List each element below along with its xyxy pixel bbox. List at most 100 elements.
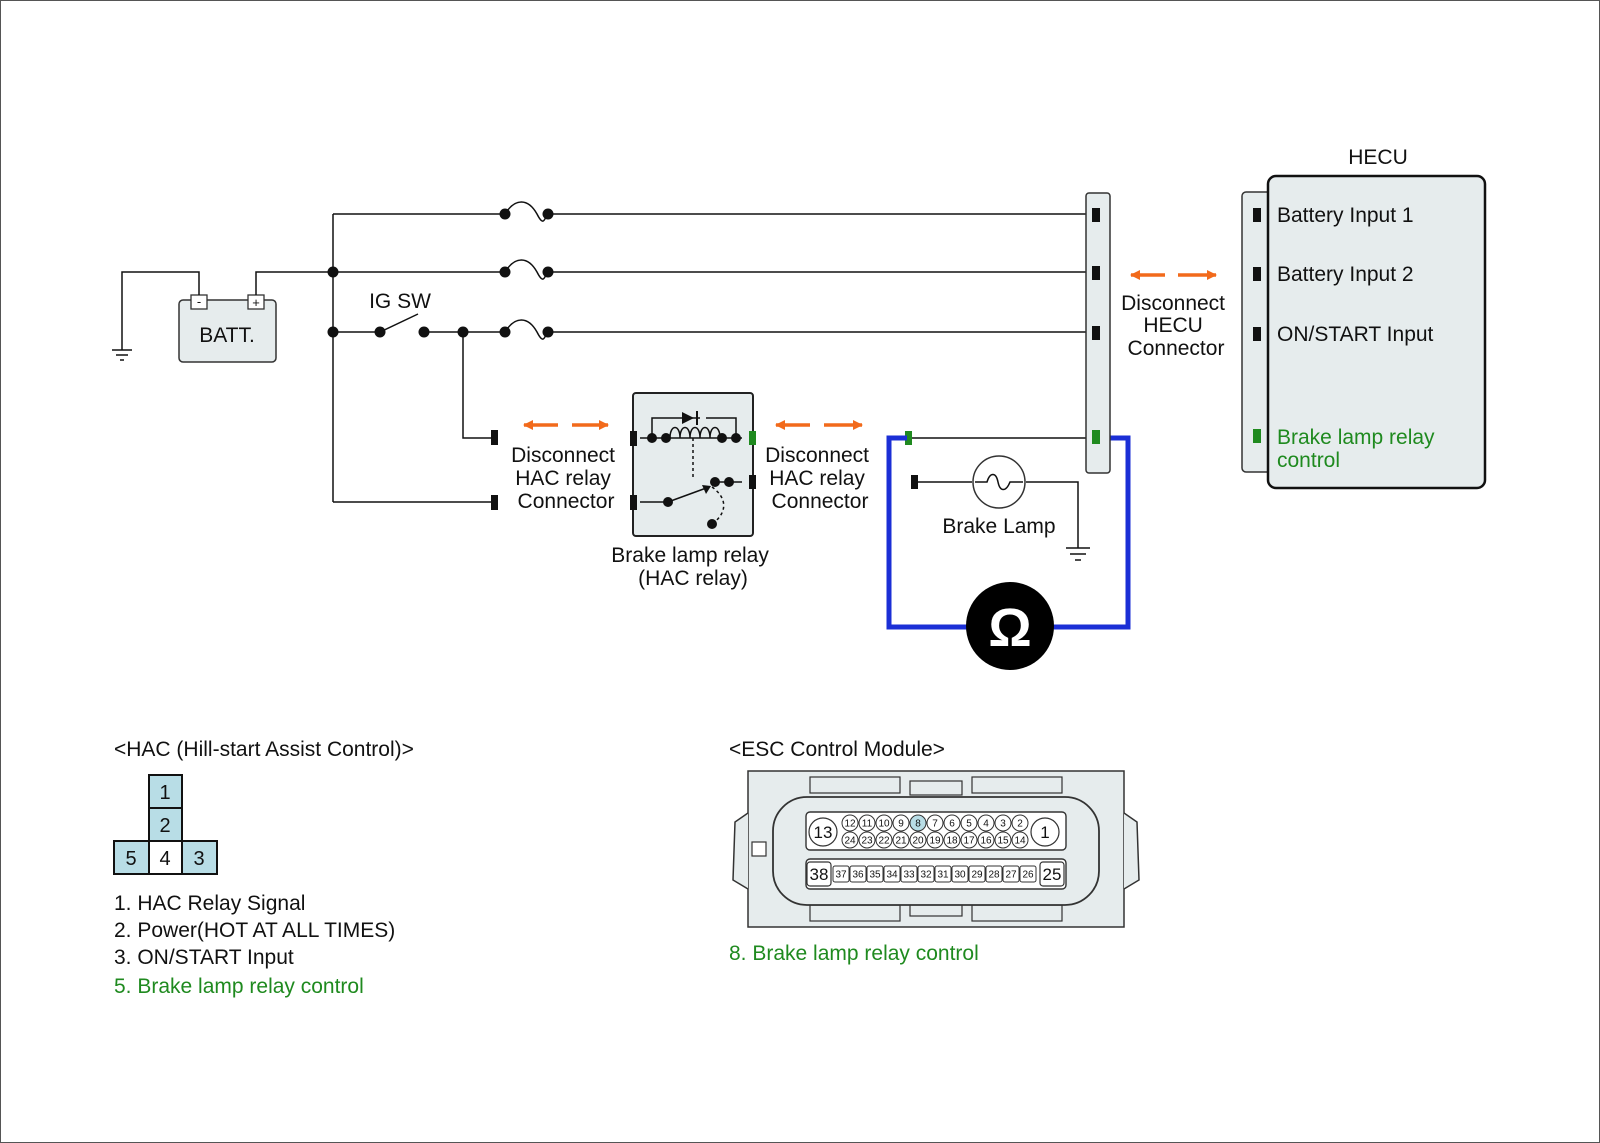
- esc-pin-3: 3: [1000, 819, 1006, 830]
- esc-pin-31: 31: [937, 870, 949, 881]
- esc-pin-cell: [849, 865, 867, 883]
- esc-pin-cell: [875, 831, 893, 849]
- esc-pin-13: 13: [814, 823, 833, 842]
- esc-pin-cell: [883, 865, 901, 883]
- esc-pin-cell: [909, 814, 927, 832]
- esc-pin-cell: [875, 814, 893, 832]
- hac-connector-face: [113, 774, 218, 875]
- esc-pin-1: 1: [1040, 823, 1049, 842]
- esc-pin-cell: [909, 831, 927, 849]
- esc-pin-33: 33: [903, 870, 915, 881]
- hac-pin-4: 4: [159, 848, 170, 870]
- hac-harness-pin: [491, 495, 498, 510]
- meter-loop: [886, 435, 1131, 630]
- hac-pin-5: 5: [125, 848, 136, 870]
- esc-pin-23: 23: [861, 836, 873, 847]
- esc-pin-8: 8: [915, 819, 921, 830]
- esc-pin-7: 7: [932, 819, 938, 830]
- esc-pin-cell: [994, 814, 1012, 832]
- brake-lamp: [972, 455, 1026, 509]
- esc-pin-27: 27: [1005, 870, 1017, 881]
- esc-pin-cell: [977, 831, 995, 849]
- hac-legend-3: 3. ON/START Input: [114, 946, 294, 969]
- esc-pin-cell: [968, 865, 986, 883]
- hac-harness-pin-green: [905, 431, 912, 445]
- esc-pin-18: 18: [946, 836, 958, 847]
- esc-pin-cell: [866, 865, 884, 883]
- esc-pin-cell: [917, 865, 935, 883]
- hac-connector-title: <HAC (Hill-start Assist Control)>: [114, 738, 414, 761]
- esc-pin-30: 30: [954, 870, 966, 881]
- ohmmeter: Ω: [966, 582, 1054, 670]
- battery: - + BATT.: [178, 294, 277, 363]
- hecu-pin-battery-input-2: Battery Input 2: [1277, 263, 1414, 286]
- hac-disconnect-label-left: Disconnect HAC relay Connector: [511, 444, 621, 513]
- esc-pin-cell: [985, 865, 1003, 883]
- esc-pin-26: 26: [1022, 870, 1034, 881]
- hecu-harness-connector: [1085, 192, 1111, 474]
- battery-ground: [112, 271, 200, 361]
- esc-legend-8: 8. Brake lamp relay control: [729, 942, 979, 965]
- esc-pin-cell: [1011, 831, 1029, 849]
- hac-pin-2: 2: [159, 815, 170, 837]
- esc-pin-32: 32: [920, 870, 932, 881]
- power-wires: [255, 201, 1095, 548]
- esc-pin-11: 11: [862, 819, 873, 830]
- esc-pin-19: 19: [929, 836, 941, 847]
- lamp-ground: [1066, 547, 1090, 561]
- esc-pin-15: 15: [997, 836, 1009, 847]
- esc-pin-cell: [858, 831, 876, 849]
- brake-lamp-label: Brake Lamp: [942, 515, 1055, 538]
- battery-pos-label: +: [252, 295, 260, 310]
- esc-pin-2: 2: [1017, 819, 1023, 830]
- esc-pin-cell: [841, 831, 859, 849]
- esc-pin-9: 9: [898, 819, 904, 830]
- esc-pin-12: 12: [844, 819, 856, 830]
- esc-pin-cell: [960, 831, 978, 849]
- esc-pin-cell: [926, 814, 944, 832]
- hac-legend-1: 1. HAC Relay Signal: [114, 892, 305, 915]
- esc-pin-10: 10: [878, 819, 890, 830]
- esc-pin-cell: [1019, 865, 1037, 883]
- esc-pin-28: 28: [988, 870, 1000, 881]
- esc-pin-20: 20: [912, 836, 924, 847]
- esc-pin-cell: [841, 814, 859, 832]
- esc-pin-25: 25: [1043, 865, 1062, 884]
- esc-pin-21: 21: [895, 836, 907, 847]
- esc-pin-cell: [892, 814, 910, 832]
- hecu-pin-on-start-input: ON/START Input: [1277, 323, 1434, 346]
- hac-harness-pin: [491, 430, 498, 445]
- hac-pin-3: 3: [193, 848, 204, 870]
- esc-pin-cell: [934, 865, 952, 883]
- esc-pin-cell: [926, 831, 944, 849]
- esc-pin-cell: [994, 831, 1012, 849]
- esc-pin-cell: [858, 814, 876, 832]
- esc-pin-29: 29: [971, 870, 983, 881]
- brake-lamp-relay: [630, 392, 756, 537]
- esc-pin-22: 22: [878, 836, 890, 847]
- esc-pin-5: 5: [966, 819, 972, 830]
- esc-pin-cell: [1002, 865, 1020, 883]
- esc-pin-cell: [960, 814, 978, 832]
- esc-pin-cell: [1011, 814, 1029, 832]
- esc-pin-cell: [832, 865, 850, 883]
- battery-neg-label: -: [197, 294, 201, 309]
- hecu-title: HECU: [1348, 146, 1408, 169]
- hecu-pin-brake-lamp-relay-control: Brake lamp relay control: [1277, 426, 1440, 472]
- hecu-pin-battery-input-1: Battery Input 1: [1277, 204, 1414, 227]
- hac-legend-2: 2. Power(HOT AT ALL TIMES): [114, 919, 395, 942]
- esc-pin-37: 37: [835, 870, 847, 881]
- esc-pin-4: 4: [983, 819, 989, 830]
- esc-connector-title: <ESC Control Module>: [729, 738, 945, 761]
- hecu-module: [1241, 174, 1487, 490]
- esc-pin-6: 6: [949, 819, 955, 830]
- esc-pin-35: 35: [869, 870, 881, 881]
- esc-pin-cell: [900, 865, 918, 883]
- esc-pin-cell: [943, 831, 961, 849]
- junction-dots: [327, 208, 554, 338]
- hac-disconnect-label-right: Disconnect HAC relay Connector: [765, 444, 875, 513]
